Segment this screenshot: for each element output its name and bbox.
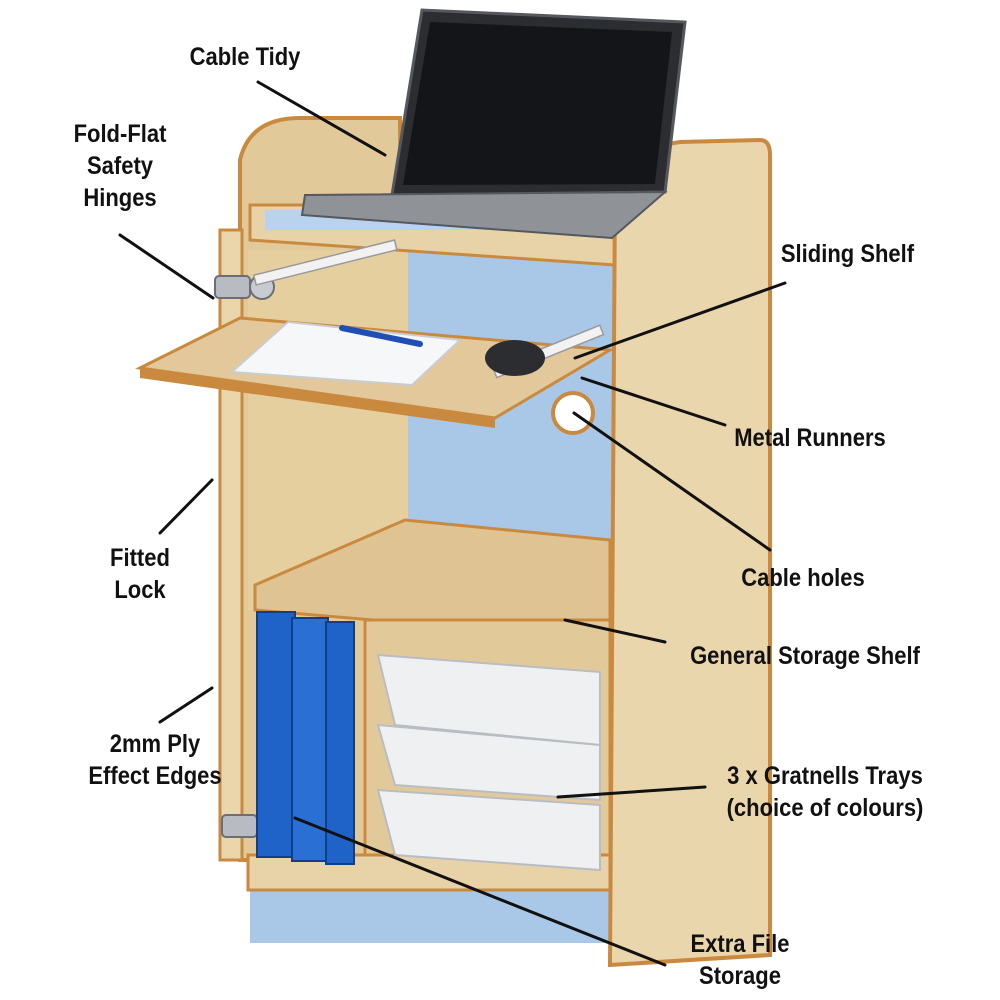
label-ply-line-1: 2mm Ply [109,730,201,758]
label-sliding-shelf: Sliding Shelf [766,238,929,270]
file-binder-1 [256,611,296,858]
label-metal-runners: Metal Runners [722,422,898,454]
leader-fitted-lock [158,478,214,535]
leader-sliding-shelf [573,281,787,360]
label-lock-line-1: Fitted [110,544,170,572]
leader-trays [556,785,707,799]
label-file-line-2: Storage [699,962,781,990]
hinge-bottom [221,814,258,838]
leader-cable-tidy [256,80,387,157]
leader-general-shelf [563,618,667,644]
sliding-shelf-front [140,368,495,428]
leader-cable-holes [572,411,772,552]
label-lock-line-2: Lock [114,576,166,604]
label-ply-edges: 2mm Ply Effect Edges [71,728,238,792]
tray-2 [376,723,601,802]
label-ply-line-2: Effect Edges [88,762,222,790]
pen [339,325,423,347]
file-binder-3 [325,621,355,865]
leader-metal-runners [580,376,727,427]
label-hinges-line-1: Fold-Flat [73,120,167,148]
general-storage-shelf [253,518,612,642]
label-cable-tidy: Cable Tidy [175,41,316,73]
hinge-top [214,275,251,299]
metal-runner-top [252,239,398,286]
label-sliding-shelf-text: Sliding Shelf [780,240,915,268]
tray-3 [376,788,601,872]
label-hinges-line-2: Safety [86,152,154,180]
laptop-display [403,22,672,185]
label-gratnells-trays: 3 x Gratnells Trays (choice of colours) [711,760,940,824]
label-cable-tidy-text: Cable Tidy [189,43,301,71]
mouse [485,340,545,376]
label-cable-holes-text: Cable holes [741,564,865,592]
label-extra-file-storage: Extra File Storage [670,928,811,992]
label-cable-holes: Cable holes [728,562,878,594]
label-file-line-1: Extra File [690,930,790,958]
right-side-panel [607,137,772,968]
label-general-storage-shelf: General Storage Shelf [677,640,932,672]
leader-ply-edges [158,686,214,724]
label-hinges-line-3: Hinges [83,184,157,212]
laptop-base [300,190,668,240]
label-fitted-lock: Fitted Lock [83,542,197,606]
leader-hinges [118,233,215,300]
label-general-shelf-text: General Storage Shelf [690,642,920,670]
label-trays-line-1: 3 x Gratnells Trays [727,762,923,790]
leader-file-storage [293,816,667,967]
label-fold-flat-hinges: Fold-Flat Safety Hinges [54,118,186,214]
label-metal-runners-text: Metal Runners [734,424,886,452]
label-trays-line-2: (choice of colours) [726,794,924,822]
